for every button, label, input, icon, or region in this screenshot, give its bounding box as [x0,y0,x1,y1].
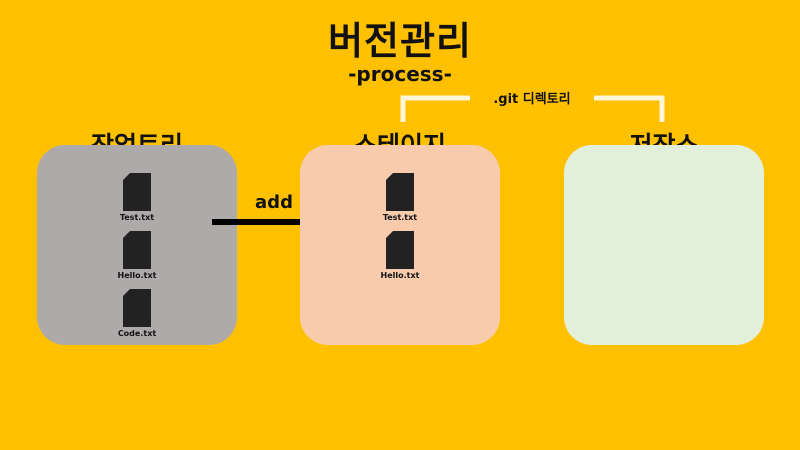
git-directory-bracket [400,95,665,122]
document-icon [123,173,151,211]
file-name: Test.txt [382,213,418,222]
document-icon [123,289,151,327]
file-test[interactable]: Test.txt [97,173,177,222]
file-name: Hello.txt [117,271,157,280]
document-icon [386,231,414,269]
staging-area-box: Test.txt Hello.txt [300,145,500,345]
file-name: Test.txt [119,213,155,222]
file-name: Hello.txt [380,271,420,280]
add-label: add [255,192,293,213]
file-hello[interactable]: Hello.txt [97,231,177,280]
file-name: Code.txt [117,329,157,338]
repository-box [564,145,764,345]
document-icon [386,173,414,211]
diagram-title: 버전관리 [328,19,472,63]
file-hello[interactable]: Hello.txt [360,231,440,280]
git-directory-label: .git 디렉토리 [493,92,571,107]
file-test[interactable]: Test.txt [360,173,440,222]
file-code[interactable]: Code.txt [97,289,177,338]
document-icon [123,231,151,269]
working-tree-box: Test.txt Hello.txt Code.txt [37,145,237,345]
diagram-subtitle: -process- [348,62,452,86]
